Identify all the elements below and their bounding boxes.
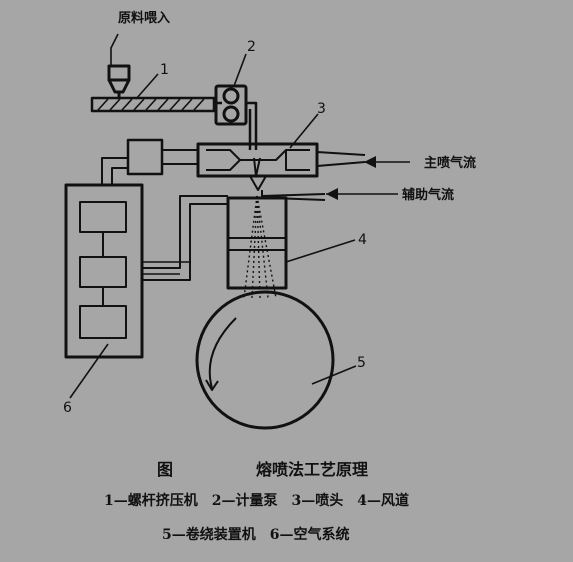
main-airflow-label: 主喷气流 bbox=[424, 155, 476, 171]
collector-drum bbox=[195, 290, 335, 430]
aux-airflow-label: 辅助气流 bbox=[402, 187, 454, 203]
feed-inlet-label: 原料喂入 bbox=[118, 10, 170, 26]
legend-line-1: 1—螺杆挤压机 2—计量泵 3—喷头 4—风道 bbox=[104, 493, 409, 509]
number-4: 4 bbox=[358, 232, 367, 248]
figure-prefix: 图 bbox=[157, 460, 174, 479]
metering-pump bbox=[214, 84, 258, 150]
number-3: 3 bbox=[317, 101, 326, 117]
number-6: 6 bbox=[63, 400, 72, 416]
fiber-spray bbox=[243, 195, 277, 299]
legend-line-2: 5—卷绕装置机 6—空气系统 bbox=[162, 527, 350, 543]
leader-lines bbox=[69, 33, 410, 399]
main-airflow-arrow-icon bbox=[364, 156, 376, 168]
air-system bbox=[64, 138, 228, 359]
number-5: 5 bbox=[357, 355, 366, 371]
number-2: 2 bbox=[247, 39, 256, 55]
number-1: 1 bbox=[160, 62, 169, 78]
die-head bbox=[196, 142, 366, 191]
feed-hopper bbox=[107, 64, 131, 98]
aux-airflow-arrow-icon bbox=[326, 188, 338, 200]
screw-extruder bbox=[90, 96, 222, 113]
figure-title: 熔喷法工艺原理 bbox=[256, 460, 369, 479]
